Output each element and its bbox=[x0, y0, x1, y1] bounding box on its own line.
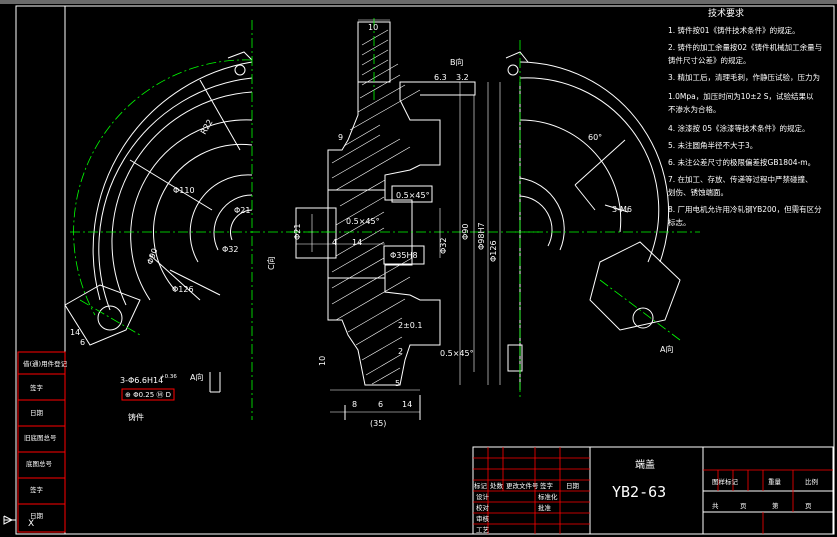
dim-9: 9 bbox=[338, 133, 343, 142]
svg-text:2. 铸件的加工余量按02《铸件机械加工余量与: 2. 铸件的加工余量按02《铸件机械加工余量与 bbox=[668, 42, 822, 52]
svg-text:标准化: 标准化 bbox=[538, 492, 558, 501]
svg-text:3. 精加工后，清理毛刺，作静压试验，压力为: 3. 精加工后，清理毛刺，作静压试验，压力为 bbox=[668, 72, 820, 82]
holes-callout: 3-Φ6.6H14 bbox=[120, 376, 163, 385]
svg-text:1. 铸件按01《铸件技术条件》的规定。: 1. 铸件按01《铸件技术条件》的规定。 bbox=[668, 25, 800, 35]
position-frame: ⊕ Φ0.25 Ⓜ D bbox=[121, 388, 175, 401]
view-label-b: B向 bbox=[450, 57, 464, 67]
svg-text:日期: 日期 bbox=[30, 512, 44, 520]
lug-dim-14: 14 bbox=[70, 328, 80, 337]
roughness-2: 3.2 bbox=[456, 73, 469, 82]
flange-dia-label: Φ110 bbox=[173, 186, 195, 195]
holes-tolerance: +0.36 bbox=[160, 374, 177, 380]
title-block: 标记 处数 更改文件号 签字 日期 设计 校对 审核 工艺 标准化 批准 端盖 … bbox=[472, 446, 834, 535]
chamfer-2: 0.5×45° bbox=[346, 217, 380, 226]
part-name: 端盖 bbox=[635, 458, 655, 471]
svg-text:批准: 批准 bbox=[538, 503, 552, 512]
dim-6: 6 bbox=[378, 400, 383, 409]
section-view bbox=[295, 21, 521, 420]
right-view-label: A向 bbox=[660, 344, 673, 354]
svg-text:旧底图总号: 旧底图总号 bbox=[24, 433, 57, 442]
lug-dim-6: 6 bbox=[80, 338, 85, 347]
dim-21: Φ21 bbox=[293, 224, 302, 240]
svg-text:签字: 签字 bbox=[540, 481, 554, 490]
left-face-view bbox=[64, 51, 253, 393]
small-dia-label: Φ21 bbox=[234, 206, 250, 215]
svg-text:借(通)用件登记: 借(通)用件登记 bbox=[23, 359, 68, 368]
svg-text:比例: 比例 bbox=[805, 477, 818, 486]
view-label-c: C向 bbox=[266, 256, 276, 270]
svg-text:不渗水为合格。: 不渗水为合格。 bbox=[668, 104, 721, 114]
dim-14b: 14 bbox=[402, 400, 412, 409]
svg-text:签字: 签字 bbox=[30, 485, 44, 494]
svg-text:1.0Mpa，加压时间为10±2 S，试验结果以: 1.0Mpa，加压时间为10±2 S，试验结果以 bbox=[668, 91, 814, 101]
dim-2pm: 2±0.1 bbox=[398, 321, 423, 330]
svg-text:工艺: 工艺 bbox=[476, 526, 490, 534]
left-center-lines bbox=[70, 20, 330, 420]
svg-text:设计: 设计 bbox=[476, 492, 490, 501]
right-center-lines bbox=[515, 40, 700, 400]
right-face-view bbox=[505, 51, 681, 372]
svg-text:日期: 日期 bbox=[30, 409, 44, 417]
mid-dia-label: Φ90 bbox=[145, 247, 159, 266]
svg-text:审核: 审核 bbox=[476, 514, 490, 523]
section-hatch bbox=[331, 29, 421, 385]
svg-text:6. 未注公差尺寸的极限偏差按GB1804-m。: 6. 未注公差尺寸的极限偏差按GB1804-m。 bbox=[668, 157, 815, 167]
ucs-icon: X bbox=[3, 515, 34, 529]
section-dim-lines bbox=[296, 19, 501, 413]
svg-text:X: X bbox=[28, 519, 34, 529]
dim-4: 4 bbox=[332, 238, 337, 247]
svg-text:日期: 日期 bbox=[566, 482, 580, 490]
dim-14: 14 bbox=[352, 238, 362, 247]
svg-text:校对: 校对 bbox=[476, 503, 490, 512]
dim-5: 5 bbox=[395, 379, 400, 388]
chamfer-3: 0.5×45° bbox=[440, 349, 474, 358]
drawing-frame bbox=[15, 5, 835, 535]
dim-8: 8 bbox=[352, 400, 357, 409]
section-center-lines bbox=[290, 18, 540, 233]
chamfer-1: 0.5×45° bbox=[396, 191, 430, 200]
angle-label: 60° bbox=[588, 133, 602, 142]
svg-text:页: 页 bbox=[805, 502, 812, 510]
svg-text:划伤、锈蚀端面。: 划伤、锈蚀端面。 bbox=[668, 187, 728, 197]
thread-label: 3-M6 bbox=[612, 205, 632, 214]
svg-text:页: 页 bbox=[740, 502, 747, 510]
outer-dia: Φ126 bbox=[489, 240, 498, 262]
svg-text:底图总号: 底图总号 bbox=[26, 459, 53, 468]
svg-text:4. 涂漆按 05《涂漆等技术条件》的规定。: 4. 涂漆按 05《涂漆等技术条件》的规定。 bbox=[668, 123, 809, 133]
svg-text:签字: 签字 bbox=[30, 383, 44, 392]
spigot-dia: Φ98H7 bbox=[477, 222, 486, 250]
drawing-number: YB2-63 bbox=[612, 483, 666, 501]
outer-dia-label: Φ126 bbox=[172, 285, 194, 294]
mid-dia: Φ90 bbox=[461, 224, 470, 240]
svg-text:标记: 标记 bbox=[474, 481, 488, 490]
svg-text:图样标记: 图样标记 bbox=[712, 477, 739, 486]
svg-text:7. 在加工、存放、传递等过程中严禁碰撞、: 7. 在加工、存放、传递等过程中严禁碰撞、 bbox=[668, 174, 813, 184]
tech-requirements: 技术要求 1. 铸件按01《铸件技术条件》的规定。 2. 铸件的加工余量按02《… bbox=[668, 7, 822, 227]
left-side-table: 借(通)用件登记 签字 日期 旧底图总号 底图总号 签字 日期 bbox=[17, 351, 68, 533]
dim-35: (35) bbox=[370, 419, 386, 428]
bearing-bore: Φ32 bbox=[439, 238, 448, 254]
dim-10-top: 10 bbox=[368, 23, 378, 32]
svg-text:共: 共 bbox=[712, 501, 719, 510]
roughness-1: 6.3 bbox=[434, 73, 447, 82]
tech-title: 技术要求 bbox=[708, 7, 744, 19]
bore-dia-label: Φ32 bbox=[222, 245, 238, 254]
svg-text:重量: 重量 bbox=[768, 478, 782, 486]
svg-text:第: 第 bbox=[772, 501, 779, 510]
svg-text:标志。: 标志。 bbox=[668, 217, 691, 227]
svg-text:⊕ Φ0.25 Ⓜ D: ⊕ Φ0.25 Ⓜ D bbox=[125, 391, 171, 399]
left-view-label: A向 bbox=[190, 372, 203, 382]
svg-text:5. 未注圆角半径不大于3。: 5. 未注圆角半径不大于3。 bbox=[668, 140, 757, 150]
svg-text:铸件尺寸公差》的规定。: 铸件尺寸公差》的规定。 bbox=[668, 55, 751, 65]
radius-label: R22 bbox=[199, 118, 215, 136]
svg-text:更改文件号: 更改文件号 bbox=[506, 481, 539, 490]
svg-text:处数: 处数 bbox=[490, 481, 504, 490]
cast-label: 铸件 bbox=[128, 412, 144, 422]
svg-text:8. 厂用电机允许用冷轧钢YB200，但需有区分: 8. 厂用电机允许用冷轧钢YB200，但需有区分 bbox=[668, 204, 822, 214]
hub-bore: Φ35H8 bbox=[390, 251, 418, 260]
dim-10-side: 10 bbox=[318, 356, 327, 366]
dim-2: 2 bbox=[398, 347, 403, 356]
